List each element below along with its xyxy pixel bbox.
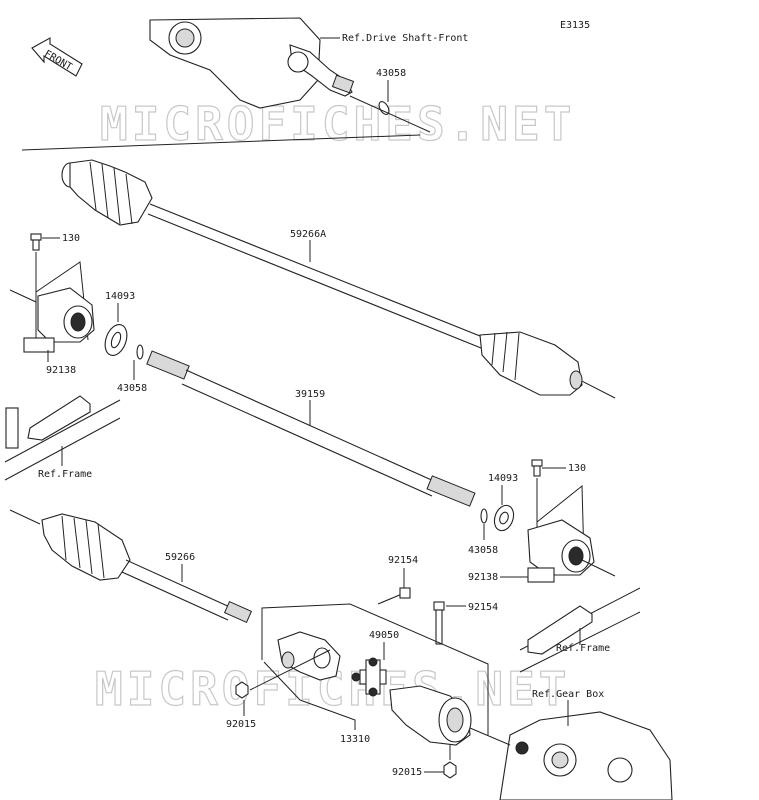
- bearing-92138-right: [527, 519, 595, 583]
- circlip-43058-left: [136, 344, 144, 360]
- bolt-130-right: [531, 459, 543, 477]
- label-92138-right: 92138: [468, 572, 498, 583]
- drive-shaft-59266: [9, 509, 253, 624]
- label-130-right: 130: [568, 463, 586, 474]
- nut-92015-bottom: [443, 761, 457, 779]
- label-43058-top: 43058: [376, 68, 406, 79]
- label-130-left: 130: [62, 233, 80, 244]
- label-49050: 49050: [369, 630, 399, 641]
- bolt-130-left: [30, 233, 42, 251]
- universal-joint-49050: [351, 657, 387, 697]
- label-43058-right: 43058: [468, 545, 498, 556]
- bolt-92154-b: [433, 601, 445, 645]
- rear-gear-box: [499, 711, 673, 800]
- label-14093-left: 14093: [105, 291, 135, 302]
- circlip-43058-right: [480, 508, 488, 524]
- bolt-92154-a: [377, 587, 411, 605]
- yoke-flange-right: [389, 685, 472, 746]
- shaft-39159: [146, 350, 476, 507]
- label-14093-right: 14093: [488, 473, 518, 484]
- label-39159: 39159: [295, 389, 325, 400]
- label-13310: 13310: [340, 734, 370, 745]
- diagram-code: E3135: [560, 20, 590, 31]
- label-ref-frame-left: Ref.Frame: [38, 469, 92, 480]
- label-92154-b: 92154: [468, 602, 498, 613]
- label-43058-left: 43058: [117, 383, 147, 394]
- label-ref-frame-right: Ref.Frame: [556, 643, 610, 654]
- watermark-top: MICROFICHES.NET: [100, 97, 575, 151]
- drive-shaft-59266A: [61, 159, 583, 396]
- front-differential-housing: [149, 17, 355, 109]
- frame-left: [4, 395, 121, 481]
- label-59266A: 59266A: [290, 229, 326, 240]
- label-59266: 59266: [165, 552, 195, 563]
- front-arrow-icon: FRONT: [31, 37, 83, 77]
- label-92138-left: 92138: [46, 365, 76, 376]
- label-ref-gear-box: Ref.Gear Box: [532, 689, 604, 700]
- label-ref-drive-shaft-front: Ref.Drive Shaft-Front: [342, 33, 468, 44]
- label-92015-bottom: 92015: [392, 767, 422, 778]
- bearing-92138-left: [23, 287, 95, 353]
- label-92015-left: 92015: [226, 719, 256, 730]
- label-92154-a: 92154: [388, 555, 418, 566]
- nut-92015-left: [235, 681, 249, 699]
